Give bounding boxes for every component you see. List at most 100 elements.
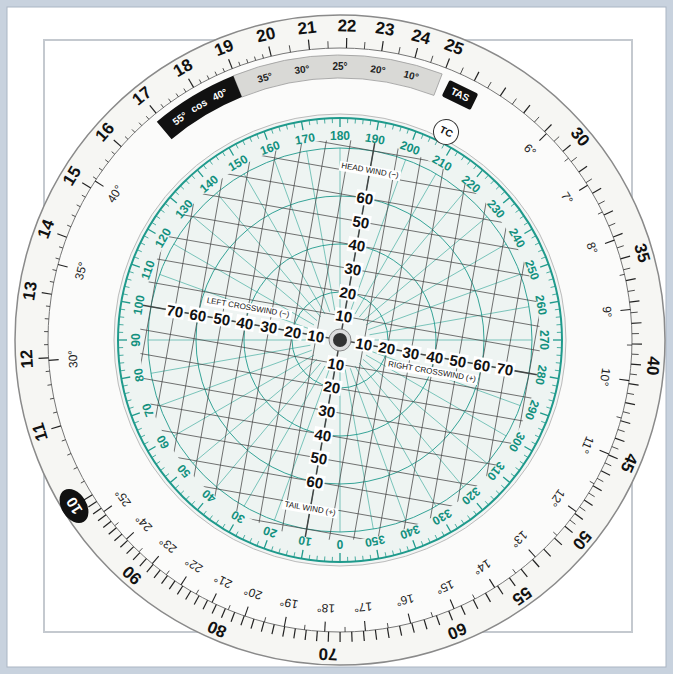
wind-axis-number: 30 [400,343,421,361]
scale-mark [189,79,194,88]
scale-mark [247,59,248,63]
scale-mark [222,152,225,156]
scale-mark [186,180,189,184]
scale-mark [264,617,265,622]
scale-mark [489,579,494,587]
scale-mark [210,516,213,520]
scale-mark [556,316,561,318]
scale-mark [134,421,139,423]
scale-number: 21 [297,18,318,37]
scale-mark [243,140,245,144]
scale-mark [553,532,557,535]
scale-mark [620,309,630,310]
scale-mark [120,309,125,311]
scale-mark [385,123,386,128]
scale-mark [366,355,506,436]
scale-mark [491,180,494,184]
scale-mark [496,491,500,494]
scale-mark [137,250,142,252]
grid-line [108,445,522,518]
scale-mark [605,240,614,243]
scale-mark [140,559,147,566]
disc-edge [114,114,566,566]
scale-mark [473,595,475,599]
scale-mark [524,229,532,234]
scale-mark [359,363,463,487]
scale-mark [421,541,423,546]
scale-mark [485,175,488,179]
azimuth-number: 100 [131,294,146,316]
scale-mark [347,118,348,123]
scale-mark [598,212,602,214]
scale-mark [407,546,409,551]
scale-mark [255,57,256,61]
grid-line [121,374,535,447]
scale-mark [166,571,169,575]
scale-mark [286,551,287,556]
scale-mark [45,318,49,319]
scale-mark [477,503,483,510]
scale-mark [549,279,554,280]
scale-mark [257,541,259,546]
wind-axis-number: 20 [338,284,359,302]
scale-mark [555,370,560,372]
scale-mark [245,607,248,616]
scale-mark [261,622,264,632]
scale-mark [355,556,356,561]
scale-mark [304,625,306,630]
scale-mark [212,605,216,614]
scale-mark [498,586,503,594]
scale-mark [362,119,364,124]
scale-mark [52,269,56,271]
scale-mark [629,384,639,385]
scale-mark [210,160,213,164]
scale-mark [630,373,637,375]
scale-mark [474,165,477,169]
scale-mark [563,145,571,151]
scale-mark [593,188,602,193]
scale-mark [332,557,333,562]
scale-mark [540,264,548,267]
scale-mark [174,244,314,325]
scale-mark [229,59,233,68]
scale-mark [501,485,505,488]
scale-mark [625,403,635,405]
scale-mark [544,549,551,556]
scale-mark [176,93,178,96]
scale-mark [407,129,409,134]
grid-line [185,112,258,526]
scale-mark [377,121,379,130]
scale-mark [626,279,636,281]
scale-mark [408,614,410,624]
scale-mark [477,170,483,177]
scale-mark [387,628,389,638]
scale-mark [551,286,556,287]
scale-mark [120,370,125,372]
scale-mark [619,379,629,380]
scale-mark [447,524,452,532]
scale-mark [535,243,539,245]
scale-mark [538,250,543,252]
scale-mark [339,118,340,127]
scale-mark [169,99,171,102]
scale-mark [630,301,640,302]
scale-mark [363,217,487,321]
scale-mark [95,181,103,186]
scale-mark [236,532,238,536]
scale-mark [565,158,569,161]
scale-mark [601,471,610,475]
azimuth-number: 190 [365,131,387,146]
scale-mark [264,131,267,139]
scale-mark [49,359,59,361]
scale-mark [575,514,583,520]
grid-line [100,493,514,566]
scale-mark [199,80,201,84]
scale-mark [532,236,536,238]
scale-mark [129,407,134,409]
scale-mark [39,357,49,359]
grid-line [422,154,495,568]
grid-line [125,351,539,424]
scale-mark [119,355,124,356]
scale-mark [99,168,102,170]
